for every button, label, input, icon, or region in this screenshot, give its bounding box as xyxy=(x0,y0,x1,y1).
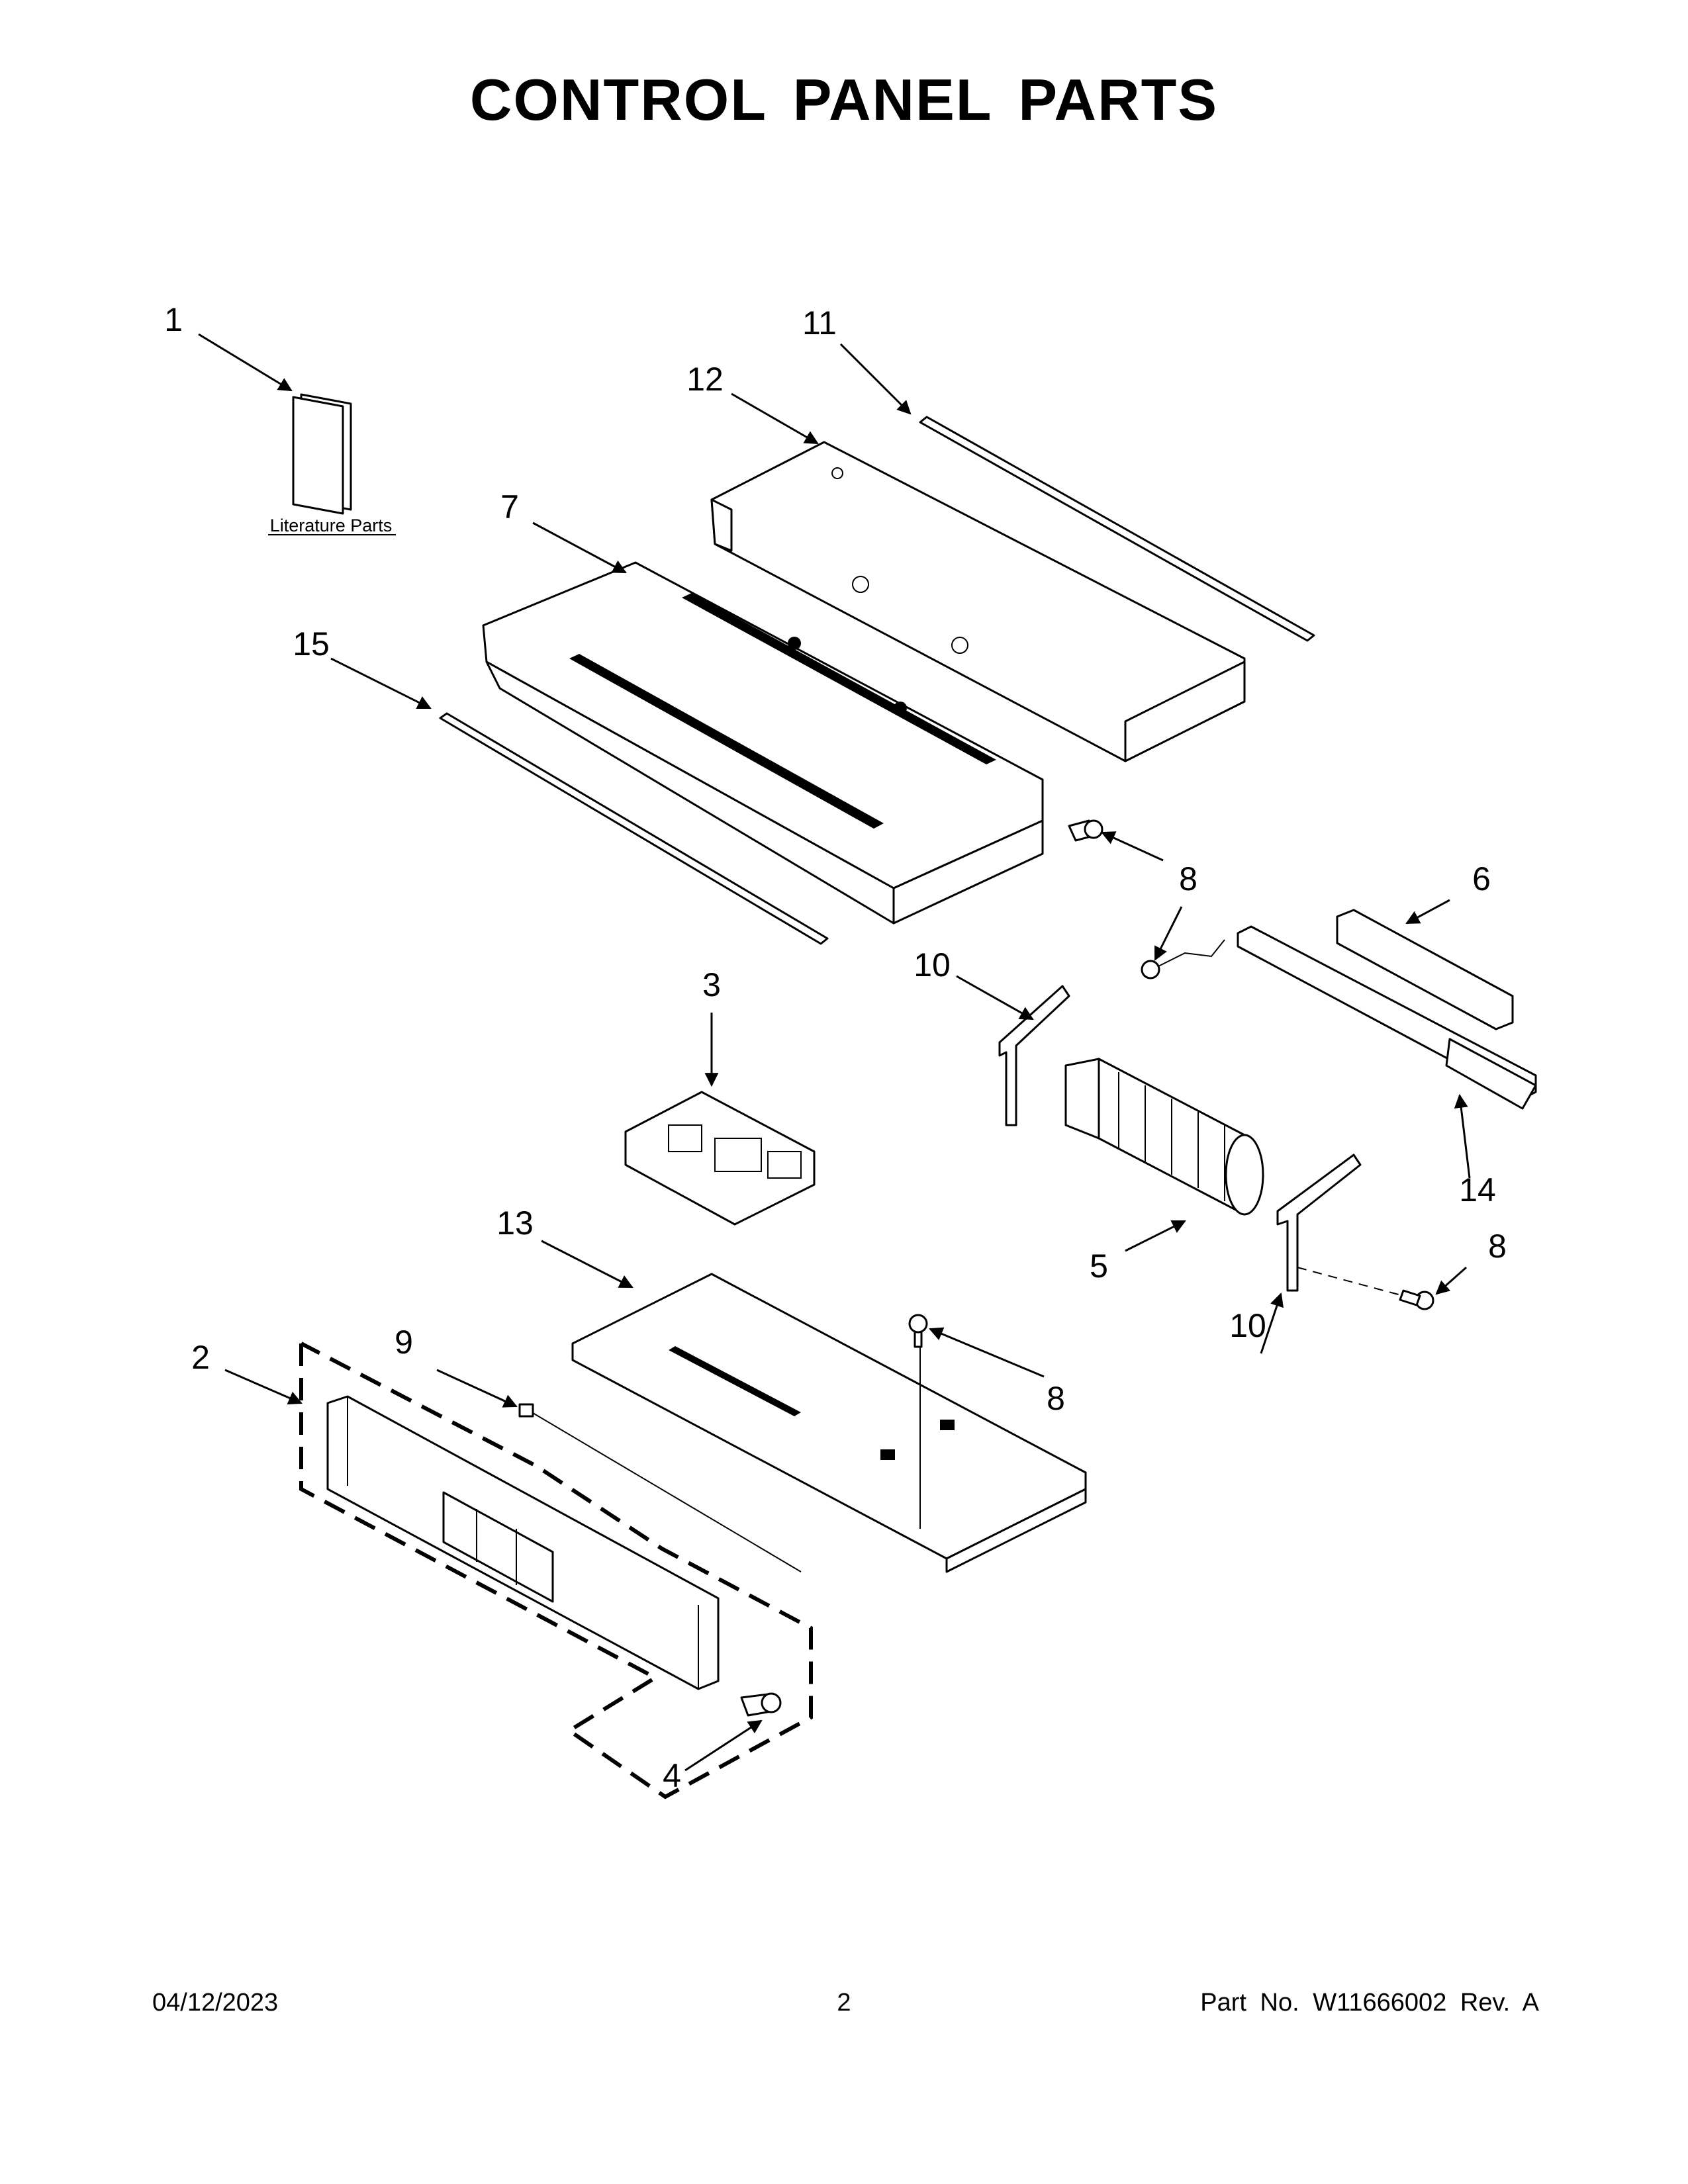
blower-brace-lower-part xyxy=(1276,1154,1362,1292)
callout-9: 9 xyxy=(395,1324,413,1361)
clip-line xyxy=(532,1412,802,1572)
callout-5: 5 xyxy=(1090,1248,1108,1285)
console-assembly-boundary xyxy=(299,1342,813,1799)
screw-part-8-housing xyxy=(1068,819,1103,842)
front-gasket-strip-part xyxy=(439,712,829,945)
control-console-part xyxy=(326,1395,720,1690)
control-base-plate-part xyxy=(571,1273,1087,1573)
blower-brace-upper-part xyxy=(998,985,1070,1126)
control-housing-part xyxy=(482,561,1044,925)
overlay-clip-part xyxy=(518,1403,534,1418)
screw-part-8-bracket xyxy=(1141,939,1225,979)
insulation-strip-part xyxy=(1336,909,1514,1030)
callout-8-upper: 8 xyxy=(1179,860,1197,897)
footer-page-number: 2 xyxy=(837,1989,851,2017)
callout-14: 14 xyxy=(1459,1171,1496,1208)
callout-11: 11 xyxy=(802,304,837,341)
page-title: CONTROL PANEL PARTS xyxy=(469,67,1219,132)
callout-1: 1 xyxy=(164,301,183,338)
literature-booklet-part xyxy=(268,393,396,535)
callout-4: 4 xyxy=(663,1757,681,1794)
callout-8-base: 8 xyxy=(1047,1380,1065,1417)
screw-part-4 xyxy=(740,1692,782,1717)
blower-motor-part xyxy=(1064,1058,1264,1216)
rear-shield-part xyxy=(710,441,1246,762)
callout-7: 7 xyxy=(500,488,519,525)
leader-arrows xyxy=(198,333,1471,1772)
fastener-dash-line xyxy=(1297,1267,1404,1297)
blower-bracket-part xyxy=(1237,925,1537,1110)
rear-gasket-strip-part xyxy=(919,416,1315,642)
callout-8-right: 8 xyxy=(1488,1228,1507,1265)
literature-parts-label: Literature Parts xyxy=(270,516,393,535)
control-board-part xyxy=(624,1091,816,1226)
callout-12: 12 xyxy=(686,361,724,398)
callout-10-upper: 10 xyxy=(914,946,951,983)
callout-13: 13 xyxy=(496,1205,534,1242)
footer-date: 04/12/2023 xyxy=(152,1989,279,2017)
screw-part-8-brace xyxy=(1399,1289,1434,1310)
callout-10-lower: 10 xyxy=(1229,1307,1266,1344)
screw-part-8-base xyxy=(908,1314,928,1348)
footer-part-number: Part No. W11666002 Rev. A xyxy=(1200,1989,1539,2017)
callout-15: 15 xyxy=(293,625,330,662)
callout-2: 2 xyxy=(191,1339,210,1376)
callout-3: 3 xyxy=(702,966,721,1003)
callout-6: 6 xyxy=(1472,860,1491,897)
